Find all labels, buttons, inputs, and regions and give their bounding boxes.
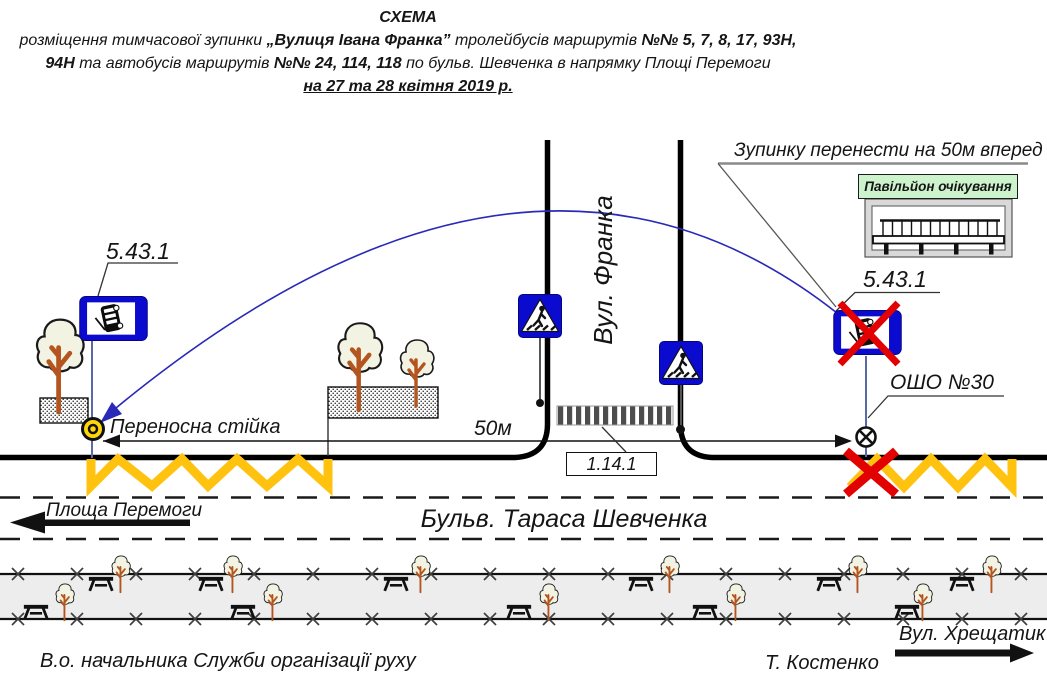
relocation-curve	[115, 210, 838, 409]
title-line-3: 94Н та автобусів маршрутів №№ 24, 114, 1…	[0, 52, 816, 75]
leader-new-sign-code	[835, 291, 940, 312]
title-line2-text2: тролейбусів маршрутів	[450, 32, 642, 49]
cancelled-sign-x-icon	[837, 300, 901, 367]
official-title: В.о. начальника Служби організації руху	[40, 650, 416, 672]
arrowhead-left-icon	[103, 434, 120, 448]
crossing-code-box: 1.14.1	[566, 452, 657, 476]
leader-osho	[867, 395, 1004, 419]
pavilion-label: Павільйон очікування	[858, 174, 1018, 199]
leader-relocation-note	[717, 163, 837, 308]
pole-base-dot	[536, 399, 544, 407]
direction-arrow-left-icon	[10, 511, 190, 534]
pavilion-bench-slats	[882, 221, 998, 236]
scheme-heading: СХЕМА	[379, 9, 437, 26]
title-date-line: на 27 та 28 квітня 2019 р.	[303, 78, 513, 95]
bus-stop-marking-left	[86, 452, 333, 497]
signature-name: Т. Костенко	[765, 652, 879, 674]
platform-middle	[327, 386, 439, 419]
title-line3-text2: по бульв. Шевченка в напрямку Площі Пере…	[401, 55, 771, 72]
relocation-arrowhead-icon	[100, 402, 122, 423]
title-line3-text: та автобусів маршрутів	[74, 55, 274, 72]
platform-left	[39, 397, 89, 424]
sign-code-old: 5.43.1	[106, 238, 170, 264]
title-line3-routes: №№ 24, 114, 118	[273, 55, 402, 72]
title-line3-route: 94Н	[45, 55, 75, 72]
portable-stand-label: Переносна стійка	[110, 416, 281, 438]
distance-label: 50м	[474, 417, 512, 440]
pole-base-dot	[676, 425, 685, 434]
direction-arrow-right-icon	[895, 643, 1034, 663]
osho-point-icon	[855, 426, 877, 448]
median-band	[0, 574, 1047, 619]
zebra-crossing	[556, 405, 674, 426]
title-block: СХЕМА розміщення тимчасової зупинки „Вул…	[0, 6, 816, 98]
pavilion-drawing	[864, 198, 1013, 258]
osho-label: ОШО №30	[890, 371, 994, 394]
title-line2-text: розміщення тимчасової зупинки	[19, 32, 267, 49]
title-line2-routes: №№ 5, 7, 8, 17, 93Н,	[641, 32, 797, 49]
portable-stand-icon	[81, 417, 105, 441]
leader-old-sign-code	[97, 262, 178, 297]
leader-crossing-code	[601, 426, 627, 453]
relocation-note: Зупинку перенести на 50м вперед	[734, 140, 1043, 161]
curb-left-with-franka-west-line	[0, 140, 551, 461]
boulevard-median	[0, 572, 1047, 621]
pavilion-bench-seat	[872, 235, 1005, 245]
sign-code-new: 5.43.1	[863, 266, 927, 292]
direction-label-left: Площа Перемоги	[46, 500, 203, 521]
pedestrian-crossing-sign-icon	[658, 340, 704, 386]
pedestrian-crossing-sign-icon	[517, 293, 563, 339]
boulevard-name: Бульв. Тараса Шевченка	[420, 505, 708, 533]
title-line-2: розміщення тимчасової зупинки „Вулиця Ів…	[0, 29, 816, 52]
street-name-khreshchatyk: Вул. Хрещатик	[899, 623, 1046, 645]
title-line2-stop-name: „Вулиця Івана Франка”	[266, 32, 451, 49]
arrowhead-right-icon	[835, 434, 852, 448]
cancelled-stop-x-icon	[843, 447, 899, 498]
street-name-franka: Вул. Франка	[588, 195, 618, 345]
trolleybus-stop-sign-icon	[78, 295, 149, 342]
